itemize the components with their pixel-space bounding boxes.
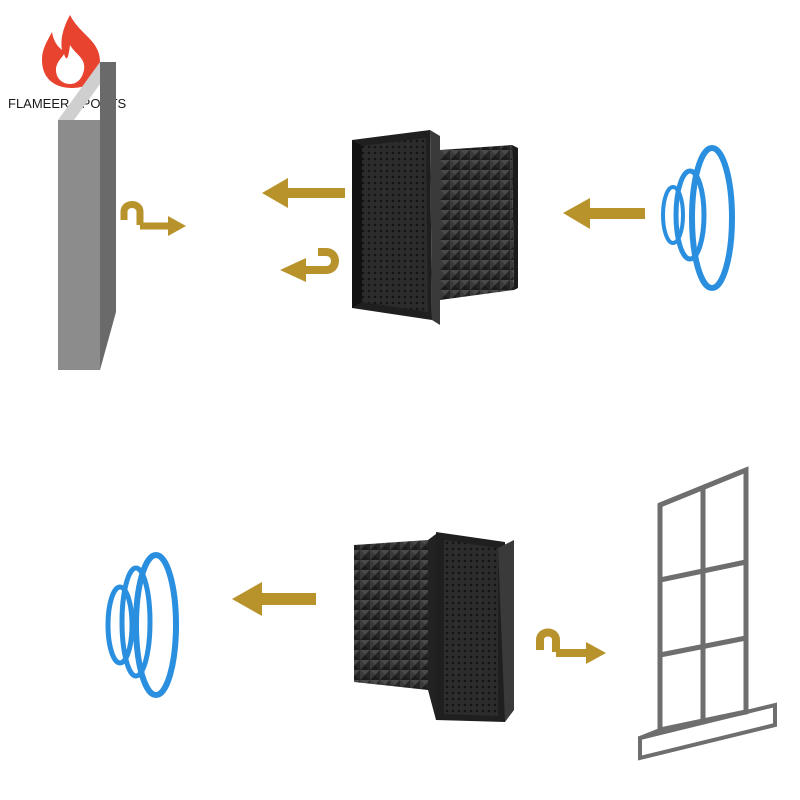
wall-icon (58, 62, 116, 370)
left-arrow-icon (262, 178, 345, 208)
incoming-arrow-icon (563, 198, 645, 229)
flame-icon (42, 15, 100, 88)
window-icon (638, 466, 777, 761)
isolation-panel-icon (354, 532, 514, 722)
bounce-arrow-icon (536, 628, 606, 664)
sound-wave-icon (661, 145, 735, 291)
left-arrow-icon (232, 582, 316, 616)
bounce-back-arrow-icon (280, 248, 339, 282)
isolation-panel-icon (352, 130, 518, 325)
brand-name: FLAMEER SPORTS (8, 96, 127, 111)
sound-wave-icon (105, 552, 179, 698)
bounce-arrow-icon (120, 201, 186, 236)
